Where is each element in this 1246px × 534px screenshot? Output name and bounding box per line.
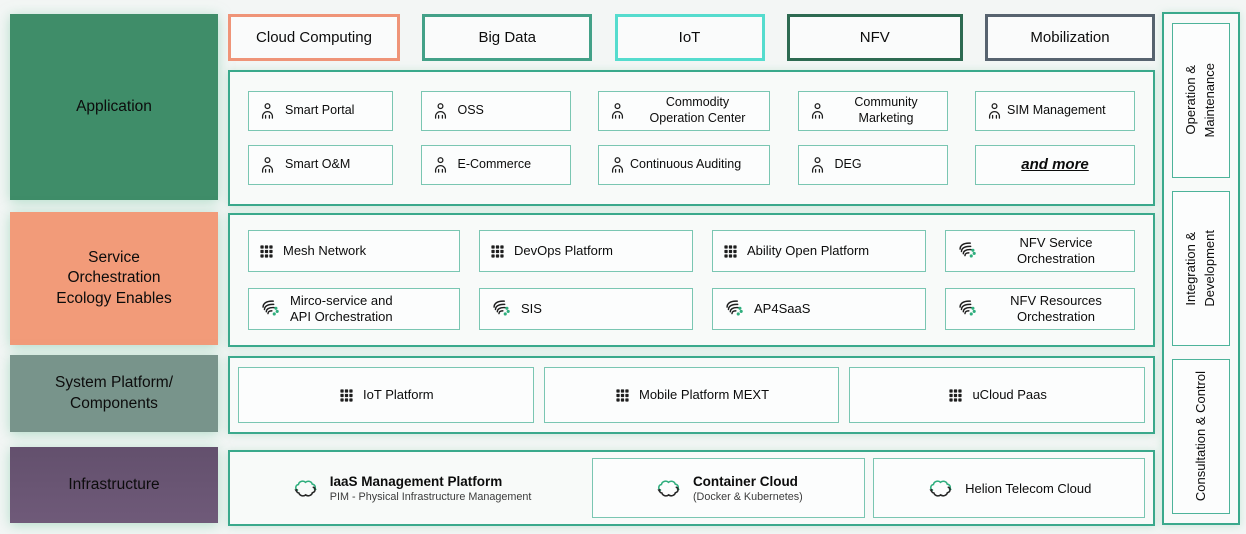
sys-item-mobile-platform-mext: Mobile Platform MEXT [543, 367, 840, 423]
svc-item-devops-platform: DevOps Platform [479, 230, 693, 272]
sys-item-ucloud-paas: uCloud Paas [849, 367, 1146, 423]
rail-item-consultation-control: Consultation & Control [1172, 359, 1230, 514]
flow-icon [258, 297, 282, 321]
grid-icon [947, 387, 964, 404]
cloud-sync-icon [291, 476, 320, 500]
app-item-commodity-operation-center: Commodity Operation Center [598, 91, 770, 131]
rail-item-label: Operation & Maintenance [1183, 63, 1217, 138]
app-item-label: Smart O&M [285, 157, 351, 172]
app-item-label: Community Marketing [854, 95, 918, 125]
svc-item-label: NFV Resources Orchestration [1010, 292, 1102, 324]
grid-icon [489, 243, 506, 260]
svc-item-label: Ability Open Platform [747, 242, 870, 258]
svc-item-ap4saas: AP4SaaS [712, 288, 926, 330]
layer-label-service-orchestration: Service Orchestration Ecology Enables [10, 212, 218, 345]
svc-item-label: DevOps Platform [514, 242, 613, 258]
person-icon [808, 156, 827, 175]
rail-item-label: Consultation & Control [1192, 371, 1208, 502]
app-item-smart-om: Smart O&M [248, 145, 393, 185]
person-icon [608, 156, 627, 175]
svc-item-nfv-resources-orchestration: NFV Resources Orchestration [945, 288, 1135, 330]
rail-item-integration-development: Integration & Development [1172, 191, 1230, 346]
grid-icon [614, 387, 631, 404]
app-item-e-commerce: E-Commerce [420, 145, 571, 185]
sys-item-label: Mobile Platform MEXT [638, 386, 770, 402]
person-icon [258, 102, 277, 121]
flow-icon [955, 239, 979, 263]
app-item-continuous-auditing: Continuous Auditing [598, 145, 770, 185]
sys-item-label: IoT Platform [363, 386, 434, 402]
svc-item-label: Mesh Network [283, 242, 367, 258]
tab-nfv: NFV [786, 14, 963, 61]
application-container: Smart Portal OSS Commodity Operation Cen… [228, 70, 1155, 206]
grid-icon [258, 243, 275, 260]
infra-item-title: Helion Telecom Cloud [965, 480, 1092, 496]
cloud-sync-icon [654, 476, 683, 500]
grid-icon [338, 387, 355, 404]
app-item-label: SIM Management [1007, 103, 1106, 118]
service-orchestration-container: Mesh Network DevOps Platform Ability Ope… [228, 213, 1155, 347]
right-rail: Operation & Maintenance Integration & De… [1162, 12, 1240, 525]
infra-item-container-cloud: Container Cloud (Docker & Kubernetes) [592, 458, 865, 518]
tab-mobilization: Mobilization [985, 14, 1155, 61]
svc-item-ability-open-platform: Ability Open Platform [712, 230, 926, 272]
person-icon [608, 102, 627, 121]
app-item-label: DEG [834, 157, 862, 172]
app-item-label: E-Commerce [457, 157, 532, 172]
infra-item-subtitle: PIM - Physical Infrastructure Management [329, 490, 532, 503]
svc-item-label: NFV Service Orchestration [1016, 234, 1096, 266]
rail-item-label: Integration & Development [1183, 230, 1217, 307]
infra-item-title: IaaS Management Platform [329, 473, 503, 489]
person-icon [985, 102, 1004, 121]
svc-item-label: SIS [521, 300, 542, 316]
person-icon [258, 156, 277, 175]
person-icon [808, 102, 827, 121]
layer-label-system-platform: System Platform/ Components [10, 355, 218, 432]
infra-item-subtitle: (Docker & Kubernetes) [692, 490, 803, 503]
rail-item-operation-maintenance: Operation & Maintenance [1172, 23, 1230, 178]
svc-item-mesh-network: Mesh Network [248, 230, 460, 272]
sys-item-iot-platform: IoT Platform [238, 367, 534, 423]
flow-icon [722, 297, 746, 321]
system-platform-container: IoT Platform Mobile Platform MEXT uCloud… [228, 356, 1155, 434]
tab-cloud-computing: Cloud Computing [228, 14, 400, 61]
svc-item-label: AP4SaaS [754, 300, 811, 316]
svc-item-sis: SIS [479, 288, 693, 330]
layer-label-application: Application [10, 14, 218, 200]
app-item-smart-portal: Smart Portal [248, 91, 393, 131]
layer-label-infrastructure: Infrastructure [10, 447, 218, 523]
app-item-oss: OSS [420, 91, 571, 131]
person-icon [431, 156, 450, 175]
svc-item-label: Mirco-service and API Orchestration [290, 292, 393, 324]
tab-big-data: Big Data [422, 14, 593, 61]
flow-icon [489, 297, 513, 321]
svc-item-micro-service-api-orchestration: Mirco-service and API Orchestration [248, 288, 460, 330]
category-tabs: Cloud Computing Big Data IoT NFV Mobiliz… [228, 14, 1155, 61]
flow-icon [955, 297, 979, 321]
infra-item-iaas-management-platform: IaaS Management Platform PIM - Physical … [238, 458, 584, 518]
app-item-label: Continuous Auditing [630, 157, 742, 172]
and-more-label: and more [1021, 155, 1089, 173]
app-item-and-more: and more [975, 145, 1135, 185]
infrastructure-container: IaaS Management Platform PIM - Physical … [228, 450, 1155, 526]
app-item-label: Smart Portal [285, 103, 355, 118]
svc-item-nfv-service-orchestration: NFV Service Orchestration [945, 230, 1135, 272]
sys-item-label: uCloud Paas [972, 386, 1047, 402]
cloud-sync-icon [926, 476, 955, 500]
infra-item-title: Container Cloud [692, 473, 798, 489]
app-item-community-marketing: Community Marketing [797, 91, 948, 131]
app-item-sim-management: SIM Management [975, 91, 1135, 131]
grid-icon [722, 243, 739, 260]
app-item-deg: DEG [797, 145, 948, 185]
person-icon [431, 102, 450, 121]
infra-item-helion-telecom-cloud: Helion Telecom Cloud [872, 458, 1145, 518]
app-item-label: OSS [457, 103, 484, 118]
app-item-label: Commodity Operation Center [649, 95, 746, 125]
tab-iot: IoT [614, 14, 765, 61]
